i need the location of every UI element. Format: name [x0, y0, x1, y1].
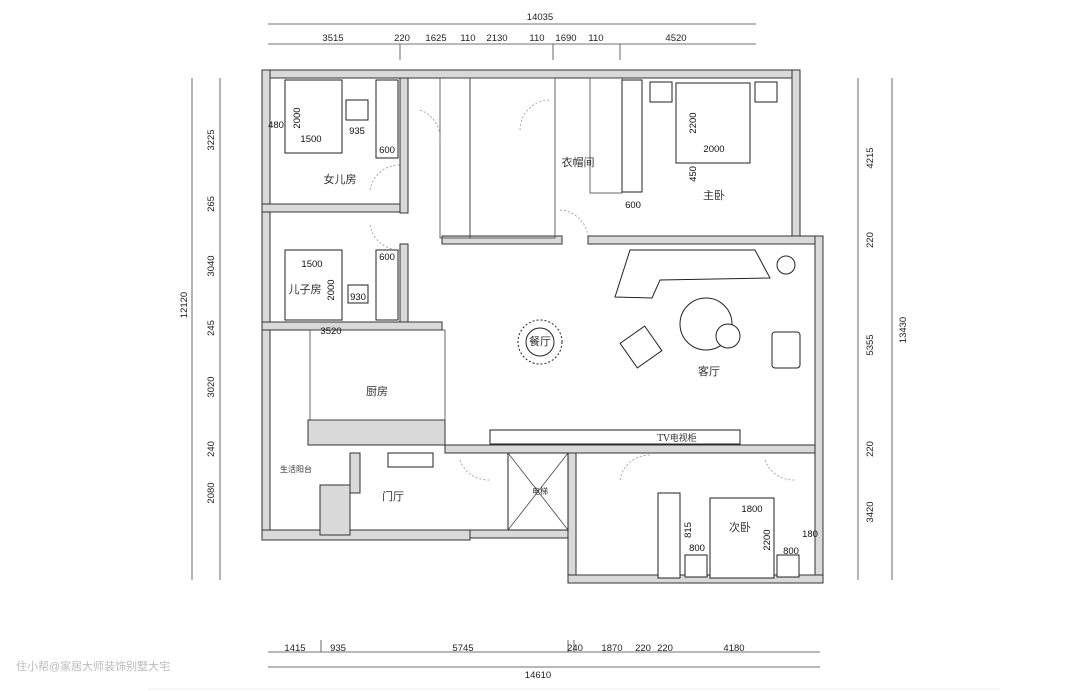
nightstand — [684, 554, 708, 578]
fdim: 2200 — [762, 529, 773, 550]
fdim: 815 — [683, 522, 694, 538]
dim-right-total: 13430 — [898, 317, 909, 343]
fdim: 2000 — [292, 107, 303, 128]
room-master: 主卧 — [703, 189, 725, 202]
left-dimensions: 12120 3225 265 3040 245 3020 240 2080 — [179, 129, 217, 503]
fdim: 480 — [268, 120, 284, 131]
room-elevator: 电梯 — [532, 486, 548, 496]
dim-right: 5355 — [865, 334, 876, 355]
fdim: 600 — [379, 252, 395, 263]
fdim: 2200 — [688, 112, 699, 133]
dim-right: 3420 — [865, 501, 876, 522]
son-chair — [347, 284, 369, 304]
dimension-lines — [191, 23, 893, 668]
dim-bottom: 4180 — [723, 643, 744, 654]
sofa — [614, 249, 771, 299]
dining-table — [525, 327, 555, 357]
daughter-wardrobe — [375, 79, 399, 159]
side-table — [715, 323, 741, 349]
dim-left: 2080 — [206, 482, 217, 503]
room-daughter: 女儿房 — [324, 172, 357, 186]
top-dimensions: 14035 3515 220 1625 110 2130 110 1690 11… — [322, 12, 686, 44]
fdim: 600 — [379, 145, 395, 156]
master-wardrobe — [621, 79, 643, 193]
dim-bottom: 5745 — [452, 643, 473, 654]
dim-right: 220 — [865, 441, 876, 457]
fdim: 1500 — [301, 259, 322, 270]
dim-left: 3225 — [206, 129, 217, 150]
furniture — [284, 79, 801, 579]
tv-cabinet — [489, 429, 741, 445]
fdim: 180 — [802, 529, 818, 540]
dim-bottom-total: 14610 — [525, 670, 551, 681]
room-balcony: 生活阳台 — [280, 464, 312, 474]
dim-top: 4520 — [665, 33, 686, 44]
dim-top: 3515 — [322, 33, 343, 44]
nightstand — [754, 81, 778, 103]
tv-cabinet-label: TV电视柜 — [657, 432, 697, 444]
room-kitchen: 厨房 — [366, 385, 388, 398]
dim-top-total: 14035 — [527, 12, 553, 23]
dim-top: 110 — [529, 33, 544, 44]
watermark: 住小帮@家居大师装饰别墅大宅 — [16, 659, 170, 673]
dim-bottom: 1415 — [284, 643, 305, 654]
dim-left: 245 — [206, 320, 217, 336]
dim-bottom: 220 — [635, 643, 651, 654]
dim-bottom: 220 — [657, 643, 673, 654]
dim-bottom: 240 — [567, 643, 583, 654]
shoe-cabinet — [387, 452, 434, 468]
dim-top: 220 — [394, 33, 410, 44]
dim-top: 110 — [460, 33, 475, 44]
room-dining: 餐厅 — [529, 334, 551, 348]
fdim: 800 — [783, 546, 799, 557]
dim-left: 3020 — [206, 376, 217, 397]
dim-left: 265 — [206, 196, 217, 212]
room-living: 客厅 — [698, 364, 720, 378]
fdim: 1800 — [741, 504, 762, 515]
dim-left-total: 12120 — [179, 292, 190, 318]
fdim: 930 — [350, 292, 366, 303]
ottoman — [771, 331, 801, 369]
dim-bottom: 1870 — [601, 643, 622, 654]
bottom-dimensions: 1415 935 5745 240 1870 220 220 4180 1461… — [284, 643, 744, 681]
dim-right: 4215 — [865, 147, 876, 168]
nightstand — [776, 554, 800, 578]
dim-right: 220 — [865, 232, 876, 248]
fdim: 3520 — [320, 326, 341, 337]
right-dimensions: 4215 220 5355 220 3420 13430 — [865, 147, 909, 522]
fdim: 800 — [689, 543, 705, 554]
furniture-dimensions: 480 2000 1500 935 600 1500 2000 930 600 … — [268, 107, 818, 557]
daughter-bed — [284, 79, 343, 154]
second-wardrobe — [657, 492, 681, 579]
second-bed — [709, 497, 775, 579]
dim-left: 3040 — [206, 255, 217, 276]
nightstand — [649, 81, 673, 103]
dim-top: 110 — [588, 33, 603, 44]
fdim: 2000 — [326, 279, 337, 300]
son-bed — [284, 249, 343, 321]
room-foyer: 门厅 — [382, 489, 404, 503]
daughter-chair — [345, 99, 369, 121]
interior-lines — [309, 77, 623, 421]
dim-top: 1625 — [425, 33, 446, 44]
room-son: 儿子房 — [289, 283, 322, 296]
walls — [261, 69, 824, 584]
fdim: 450 — [688, 166, 699, 182]
room-second-bedroom: 次卧 — [729, 520, 751, 534]
dim-left: 240 — [206, 441, 217, 457]
room-labels: 女儿房 儿子房 衣帽间 主卧 餐厅 客厅 厨房 生活阳台 门厅 电梯 次卧 TV… — [280, 155, 751, 534]
room-cloakroom: 衣帽间 — [562, 155, 595, 169]
dim-top: 2130 — [486, 33, 507, 44]
lamp — [776, 255, 796, 275]
dim-top: 1690 — [555, 33, 576, 44]
fdim: 2000 — [703, 144, 724, 155]
fdim: 600 — [625, 200, 641, 211]
son-wardrobe — [375, 249, 399, 321]
armchair — [619, 325, 663, 369]
dim-bottom: 935 — [330, 643, 346, 654]
fdim: 1500 — [300, 134, 321, 145]
master-bed — [675, 82, 751, 164]
fdim: 935 — [349, 126, 365, 137]
